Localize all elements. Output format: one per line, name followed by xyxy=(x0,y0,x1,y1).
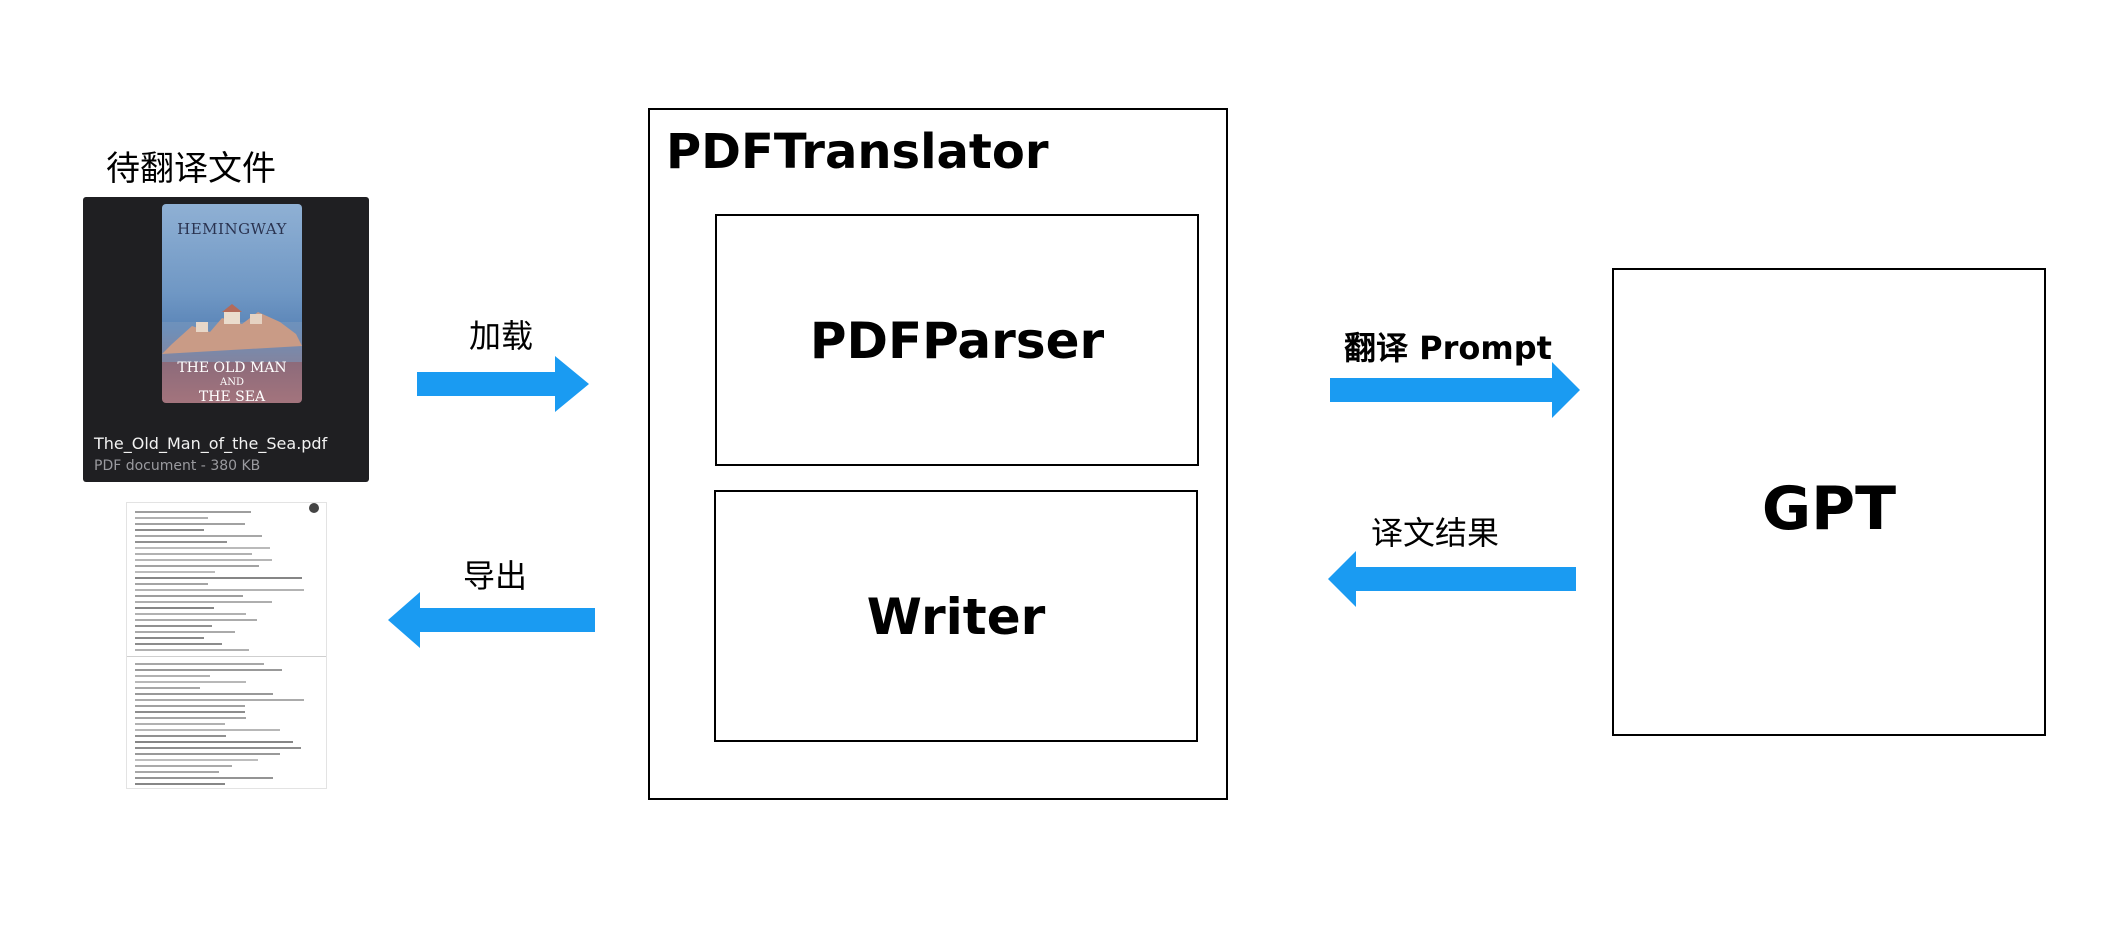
document-text-line xyxy=(135,595,243,597)
gpt-label: GPT xyxy=(1761,474,1897,544)
prompt-arrow-icon xyxy=(1330,362,1580,418)
document-text-line xyxy=(135,565,259,567)
document-text-line xyxy=(135,625,212,627)
document-text-line xyxy=(135,577,302,579)
document-text-line xyxy=(135,529,204,531)
document-text-line xyxy=(135,523,245,525)
cover-title-line: THE SEA xyxy=(198,389,266,403)
document-text-line xyxy=(135,637,204,639)
source-file-caption: 待翻译文件 xyxy=(106,149,276,189)
document-text-line xyxy=(135,681,246,683)
pdf-book-cover-icon: HEMINGWAY THE OLD MAN AND THE SEA xyxy=(162,204,302,403)
document-text-line xyxy=(135,783,225,785)
gpt-box: GPT xyxy=(1612,268,2046,736)
document-text-line xyxy=(135,643,222,645)
document-text-line xyxy=(135,675,210,677)
document-text-line xyxy=(135,729,280,731)
source-file-card[interactable]: HEMINGWAY THE OLD MAN AND THE SEA The_Ol… xyxy=(83,197,369,482)
document-text-line xyxy=(135,753,280,755)
document-text-line xyxy=(135,777,273,779)
result-arrow-label: 译文结果 xyxy=(1371,514,1500,552)
document-text-line xyxy=(135,699,304,701)
document-text-line xyxy=(135,669,282,671)
document-text-line xyxy=(135,583,208,585)
pdf-parser-label: PDFParser xyxy=(809,312,1105,370)
pdf-translator-box xyxy=(648,108,1228,800)
export-arrow-icon xyxy=(388,592,595,648)
page-divider xyxy=(127,656,326,657)
document-text-line xyxy=(135,613,246,615)
writer-box: Writer xyxy=(714,490,1198,742)
document-text-line xyxy=(135,631,235,633)
load-arrow-icon xyxy=(417,356,589,412)
export-arrow-label: 导出 xyxy=(463,557,528,595)
document-text-line xyxy=(135,619,257,621)
document-text-line xyxy=(135,535,262,537)
cover-title-line: THE OLD MAN xyxy=(177,360,287,376)
file-name: The_Old_Man_of_the_Sea.pdf xyxy=(94,434,328,453)
document-text-line xyxy=(135,741,293,743)
document-text-line xyxy=(135,649,249,651)
document-text-line xyxy=(135,693,273,695)
cover-author-text: HEMINGWAY xyxy=(177,220,287,238)
document-text-line xyxy=(135,589,304,591)
document-text-line xyxy=(135,517,208,519)
document-text-line xyxy=(135,663,264,665)
document-text-line xyxy=(135,747,301,749)
document-text-line xyxy=(135,759,258,761)
pdf-parser-box: PDFParser xyxy=(715,214,1199,466)
document-text-line xyxy=(135,705,245,707)
translated-document-icon[interactable] xyxy=(126,502,327,789)
document-text-line xyxy=(135,687,200,689)
document-text-line xyxy=(135,711,245,713)
document-text-line xyxy=(135,571,215,573)
document-text-line xyxy=(135,607,214,609)
cover-title-text: THE OLD MAN AND THE SEA xyxy=(162,360,302,403)
result-arrow-icon xyxy=(1328,551,1576,607)
file-meta: PDF document - 380 KB xyxy=(94,458,261,474)
close-icon xyxy=(309,503,319,513)
document-text-line xyxy=(135,511,251,513)
document-text-line xyxy=(135,723,225,725)
document-text-line xyxy=(135,541,227,543)
writer-label: Writer xyxy=(866,588,1046,646)
document-text-line xyxy=(135,717,246,719)
document-text-line xyxy=(135,559,272,561)
document-text-line xyxy=(135,735,226,737)
document-text-line xyxy=(135,553,252,555)
document-text-line xyxy=(135,547,270,549)
document-text-line xyxy=(135,601,272,603)
prompt-arrow-label: 翻译 Prompt xyxy=(1344,329,1552,367)
document-text-line xyxy=(135,765,232,767)
pdf-translator-title: PDFTranslator xyxy=(666,124,1049,180)
document-text-line xyxy=(135,771,219,773)
cover-title-line: AND xyxy=(220,377,244,388)
load-arrow-label: 加载 xyxy=(469,317,534,355)
